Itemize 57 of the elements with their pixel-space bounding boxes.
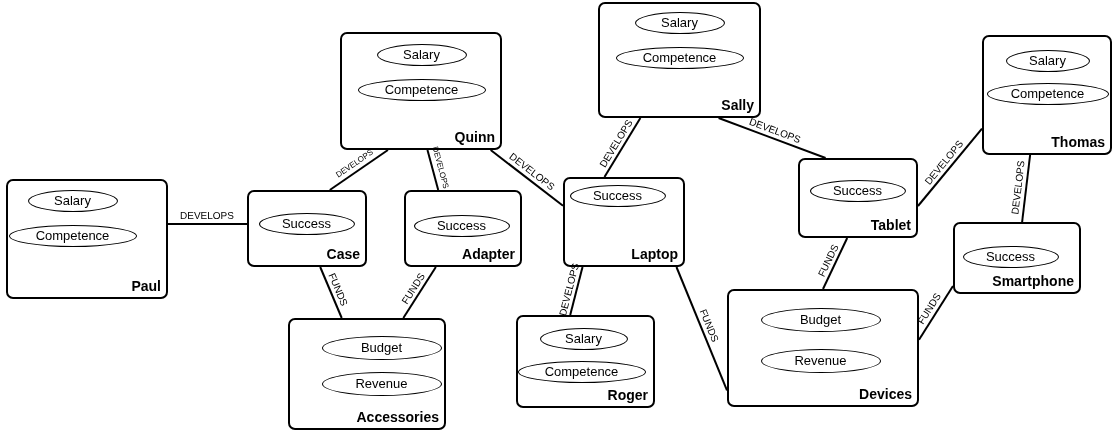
attribute-ellipse: Salary [539, 327, 628, 350]
connector-line [917, 127, 983, 207]
connector-line [328, 149, 389, 191]
connector-line [319, 266, 343, 319]
entity-name: Smartphone [992, 273, 1074, 289]
entity-box [727, 289, 919, 407]
connector-line [569, 266, 584, 316]
attribute-ellipse: Revenue [760, 348, 881, 373]
entity-box [798, 158, 918, 238]
attribute-ellipse: Success [569, 184, 666, 207]
attribute-ellipse: Competence [357, 78, 486, 101]
connector-line [675, 266, 728, 392]
connector-line [918, 285, 954, 341]
entity-name: Devices [859, 386, 912, 402]
entity-name: Paul [131, 278, 161, 294]
entity-name: Quinn [454, 129, 495, 145]
entity-box [953, 222, 1081, 294]
entity-box [516, 315, 655, 408]
entity-box [288, 318, 446, 430]
connector-line [717, 117, 827, 159]
attribute-ellipse: Salary [376, 43, 467, 66]
connector-line [822, 237, 849, 290]
attribute-ellipse: Success [413, 214, 510, 237]
connector-line [489, 149, 564, 207]
attribute-ellipse: Salary [27, 189, 118, 212]
attribute-ellipse: Revenue [321, 371, 442, 396]
connector-line [1021, 154, 1032, 223]
entity-box [598, 2, 761, 118]
entity-box [404, 190, 522, 267]
attribute-ellipse: Salary [634, 11, 725, 34]
connector-line [167, 222, 248, 225]
attribute-ellipse: Competence [615, 46, 744, 69]
connector-line [603, 117, 642, 178]
attribute-ellipse: Budget [321, 335, 442, 360]
entity-name: Sally [721, 97, 754, 113]
attribute-ellipse: Budget [760, 307, 881, 332]
entity-name: Case [326, 246, 360, 262]
attribute-ellipse: Success [809, 179, 906, 202]
edge-label: DEVELOPS [179, 210, 236, 222]
entity-name: Tablet [870, 217, 911, 233]
entity-name: Adapter [462, 246, 515, 262]
attribute-ellipse: Competence [986, 82, 1109, 105]
attribute-ellipse: Success [962, 245, 1059, 268]
entity-name: Thomas [1051, 134, 1105, 150]
entity-name: Laptop [631, 246, 678, 262]
attribute-ellipse: Success [258, 212, 355, 235]
attribute-ellipse: Competence [517, 360, 646, 383]
entity-name: Accessories [356, 409, 439, 425]
attribute-ellipse: Competence [8, 224, 137, 247]
connector-line [402, 266, 437, 319]
entity-box [247, 190, 367, 267]
connector-line [426, 149, 440, 191]
entity-name: Roger [607, 387, 648, 403]
entity-box [982, 35, 1112, 155]
attribute-ellipse: Salary [1005, 49, 1090, 72]
edge-label: DEVELOPS [1009, 159, 1027, 216]
entity-box [6, 179, 168, 299]
